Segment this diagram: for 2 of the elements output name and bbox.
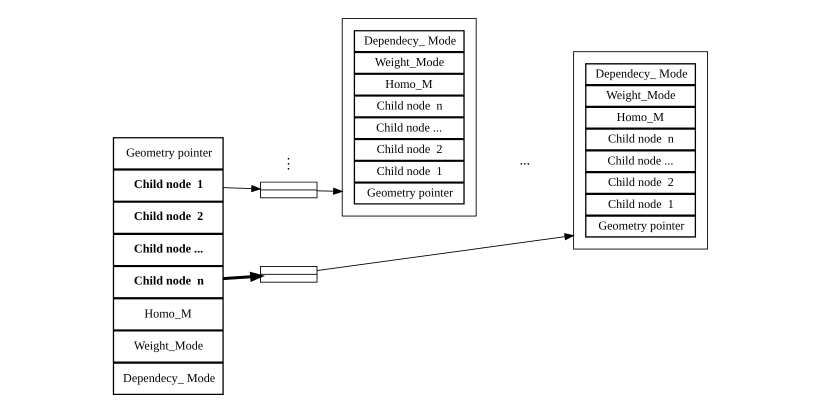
label: ⋮ [281,157,296,172]
label: ... [519,154,530,169]
